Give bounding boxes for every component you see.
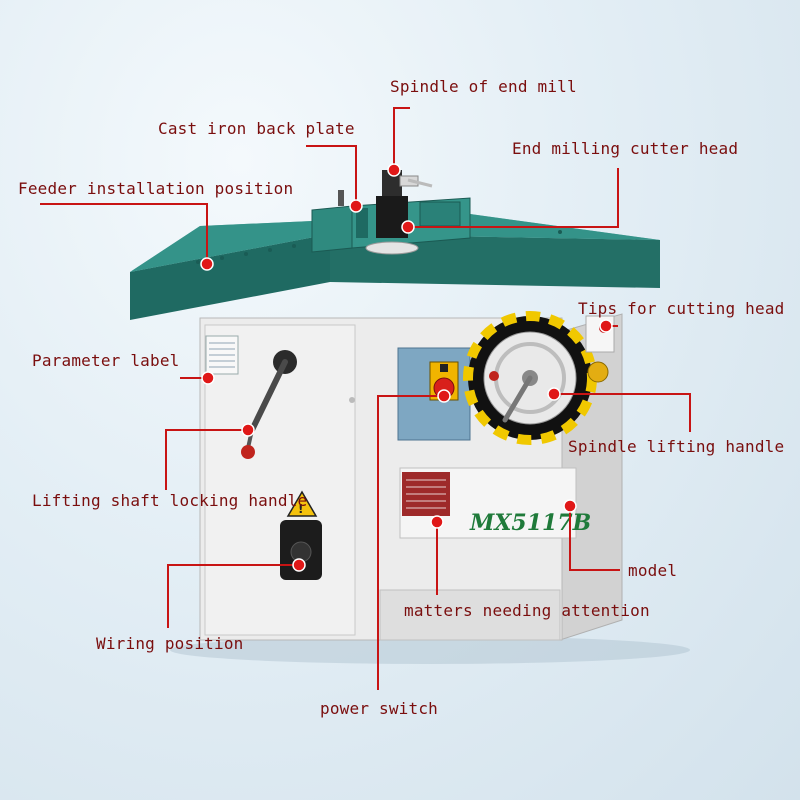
back-plate-right-block	[419, 201, 461, 227]
label-tips-for-cutting-head: Tips for cutting head	[578, 299, 785, 318]
switch-key-icon	[440, 364, 448, 372]
fence-left-block	[311, 205, 353, 253]
crank-arm	[249, 359, 288, 433]
label-matters-needing-attention: matters needing attention	[404, 601, 650, 620]
tips-mark-icon	[599, 323, 609, 333]
crank-knob-icon	[241, 445, 255, 459]
table-insert-ring	[365, 241, 419, 255]
label-wiring-position: Wiring position	[96, 634, 244, 653]
parameter-label-lines	[209, 342, 235, 368]
cutter-head-icon	[376, 196, 408, 238]
back-plate-slot	[356, 208, 368, 238]
handwheel-handle	[502, 375, 533, 423]
label-spindle-of-end-mill: Spindle of end mill	[390, 77, 577, 96]
door-hinge-icon	[349, 397, 355, 403]
tips-plate	[585, 315, 615, 353]
wiring-socket-icon	[290, 541, 312, 563]
warning-mark-icon: !	[298, 502, 303, 516]
emergency-switch-icon	[433, 377, 455, 399]
label-lifting-shaft-locking-handle: Lifting shaft locking handle	[32, 491, 308, 510]
fence-bolt-icon	[338, 190, 344, 206]
warning-triangle-icon	[286, 490, 318, 517]
label-feeder-installation-position: Feeder installation position	[18, 179, 294, 198]
label-cast-iron-back-plate: Cast iron back plate	[158, 119, 355, 138]
label-spindle-lifting-handle: Spindle lifting handle	[568, 437, 785, 456]
label-power-switch: power switch	[320, 699, 438, 718]
label-parameter-label: Parameter label	[32, 351, 180, 370]
model-plate-text: MX5117B	[469, 510, 591, 536]
label-end-milling-cutter-head: End milling cutter head	[512, 139, 739, 158]
indicator-lamp-icon	[587, 361, 609, 383]
table-edge-left	[130, 234, 330, 320]
label-model: model	[628, 561, 678, 580]
lock-knob-icon	[489, 371, 499, 381]
table-top-sheen	[130, 214, 660, 272]
